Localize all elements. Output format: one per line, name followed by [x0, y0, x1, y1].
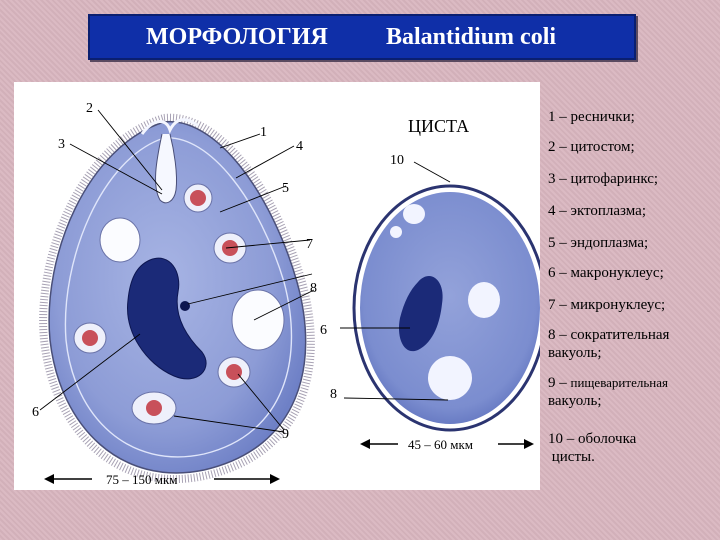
cyst-macronucleus: [398, 276, 443, 352]
cyst-wall: [352, 184, 540, 432]
micronucleus: [180, 301, 190, 311]
marker-10: 10: [390, 153, 404, 168]
title-bar: МОРФОЛОГИЯ Balantidium coli: [88, 14, 636, 60]
legend-item-5: 5 – эндоплазма;: [548, 235, 649, 251]
marker-5: 5: [282, 181, 289, 196]
marker-1: 1: [260, 125, 267, 140]
title-morphology: МОРФОЛОГИЯ: [146, 24, 328, 50]
scale-label-trophozoite: 75 – 150 мкм: [106, 472, 178, 487]
marker-7: 7: [306, 237, 313, 252]
marker-6-trophozoite: 6: [32, 405, 39, 420]
legend-item-3: 3 – цитофаринкс;: [548, 171, 659, 187]
cytopharynx: [155, 133, 177, 204]
contractile-vacuole: [99, 217, 141, 263]
title-species: Balantidium coli: [386, 24, 557, 50]
diagram-panel: 2 1 3 4 5 7 8 6 8 6 9 10 ЦИСТА 75 – 150 …: [14, 82, 540, 490]
marker-8-trophozoite: 8: [310, 281, 317, 296]
cyst-vacuole: [428, 356, 472, 400]
legend-item-7: 7 – микронуклеус;: [548, 297, 666, 313]
legend: 1 – реснички; 2 – цитостом; 3 – цитофари…: [548, 100, 718, 500]
trophozoite-cell: [39, 113, 315, 484]
cyst-vacuole: [390, 226, 402, 238]
marker-8-cyst: 8: [330, 387, 337, 402]
scale-bar-cyst: 45 – 60 мкм: [360, 437, 534, 452]
cyst-vacuole: [468, 282, 500, 318]
scale-label-cyst: 45 – 60 мкм: [408, 437, 473, 452]
legend-item-10: 10 – оболочка цисты.: [548, 431, 637, 465]
contractile-vacuole: [231, 289, 285, 351]
legend-item-2: 2 – цитостом;: [548, 139, 635, 155]
marker-9: 9: [282, 427, 289, 442]
food-particle: [190, 190, 206, 206]
marker-3: 3: [58, 137, 65, 152]
legend-item-4: 4 – эктоплазма;: [548, 203, 646, 219]
cyst-body: [360, 192, 540, 424]
scale-bar-trophozoite: 75 – 150 мкм: [44, 472, 280, 487]
cilia-fringe: [39, 113, 315, 484]
leader-lines: [39, 109, 451, 433]
marker-6-cyst: 6: [320, 323, 327, 338]
food-particle: [226, 364, 242, 380]
legend-item-1: 1 – реснички;: [548, 109, 635, 125]
cytostome: [140, 118, 199, 135]
diagram-svg: 2 1 3 4 5 7 8 6 8 6 9 10 ЦИСТА 75 – 150 …: [32, 101, 540, 487]
legend-item-6: 6 – макронуклеус;: [548, 265, 664, 281]
marker-4: 4: [296, 139, 303, 154]
cyst-vacuole: [403, 204, 425, 224]
food-particle: [146, 400, 162, 416]
cyst-title: ЦИСТА: [408, 116, 469, 136]
cyst-cell: [352, 184, 540, 432]
marker-2: 2: [86, 101, 93, 116]
food-particle: [82, 330, 98, 346]
endoplasm-outline: [64, 137, 293, 458]
macronucleus: [127, 257, 207, 380]
